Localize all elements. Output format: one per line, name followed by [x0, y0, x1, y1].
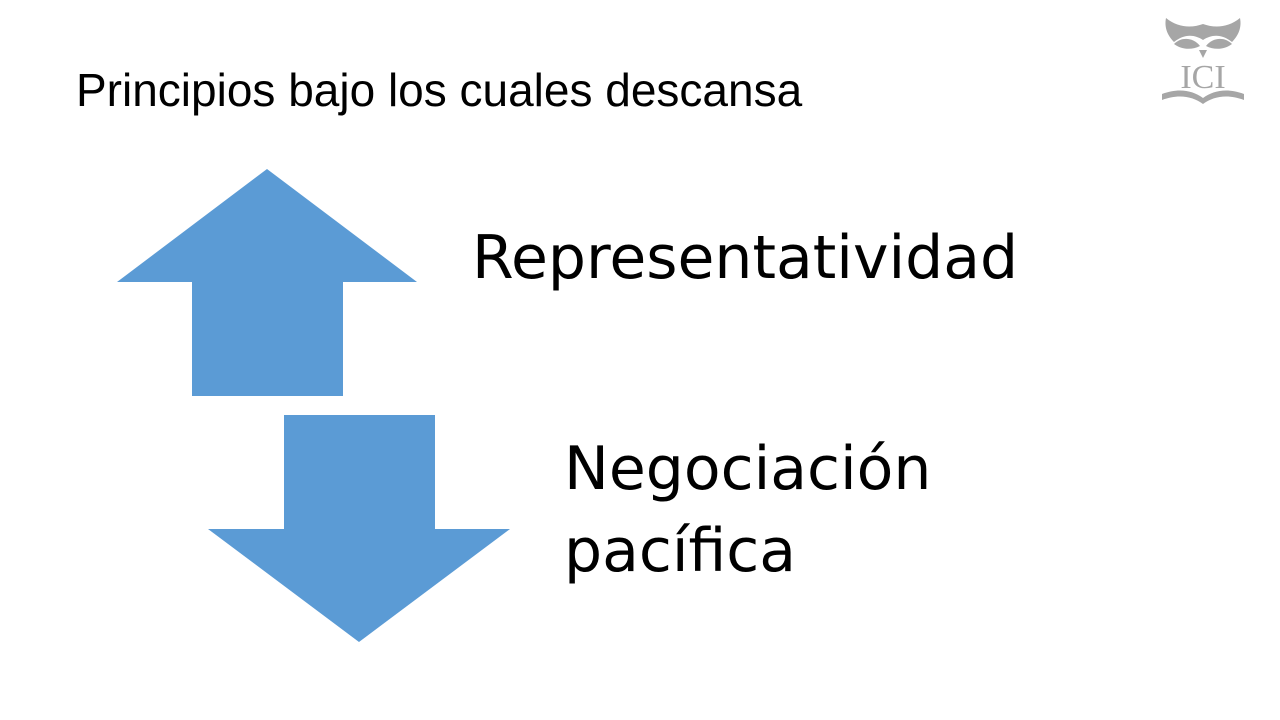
- arrow-up-icon: [117, 169, 417, 396]
- logo-text: ICI: [1180, 59, 1225, 96]
- diagram-label-negociacion-pacifica: Negociación pacífica: [564, 434, 932, 586]
- arrow-down-icon: [208, 415, 510, 642]
- owl-book-logo-icon: ICI: [1162, 18, 1244, 104]
- slide-title: Principios bajo los cuales descansa: [76, 64, 803, 116]
- diagram-label-representatividad: Representatividad: [472, 223, 1019, 293]
